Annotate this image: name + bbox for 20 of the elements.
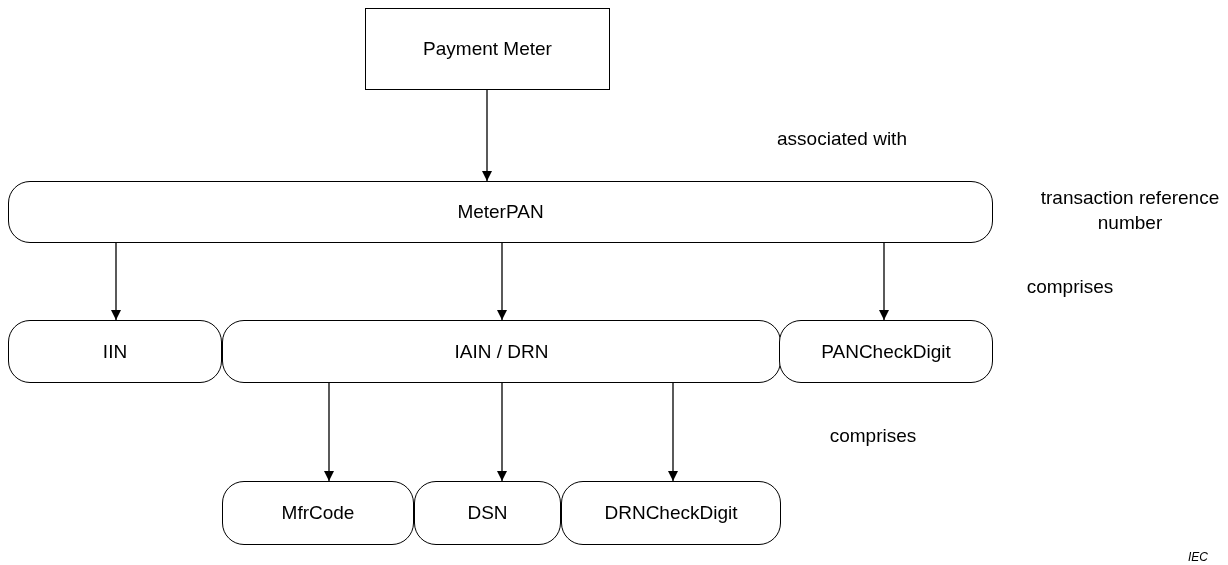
relation-label: associated with bbox=[776, 127, 908, 151]
relation-label: transaction reference number bbox=[1039, 186, 1221, 235]
arrow bbox=[668, 382, 678, 482]
rounded-box: DSN bbox=[414, 481, 561, 545]
relation-label: comprises bbox=[1025, 275, 1115, 299]
arrow bbox=[497, 382, 507, 482]
relation-label: comprises bbox=[828, 424, 918, 448]
arrow bbox=[324, 382, 334, 482]
rounded-box: IIN bbox=[8, 320, 222, 383]
rounded-box: MeterPAN bbox=[8, 181, 993, 243]
source-note: IEC bbox=[1187, 550, 1209, 565]
rounded-box: DRNCheckDigit bbox=[561, 481, 781, 545]
arrow bbox=[497, 242, 507, 321]
arrow bbox=[111, 242, 121, 321]
rounded-box: PANCheckDigit bbox=[779, 320, 993, 383]
arrow bbox=[482, 89, 492, 182]
rounded-box: IAIN / DRN bbox=[222, 320, 781, 383]
entity-box: Payment Meter bbox=[365, 8, 610, 90]
rounded-box: MfrCode bbox=[222, 481, 414, 545]
arrow bbox=[879, 242, 889, 321]
